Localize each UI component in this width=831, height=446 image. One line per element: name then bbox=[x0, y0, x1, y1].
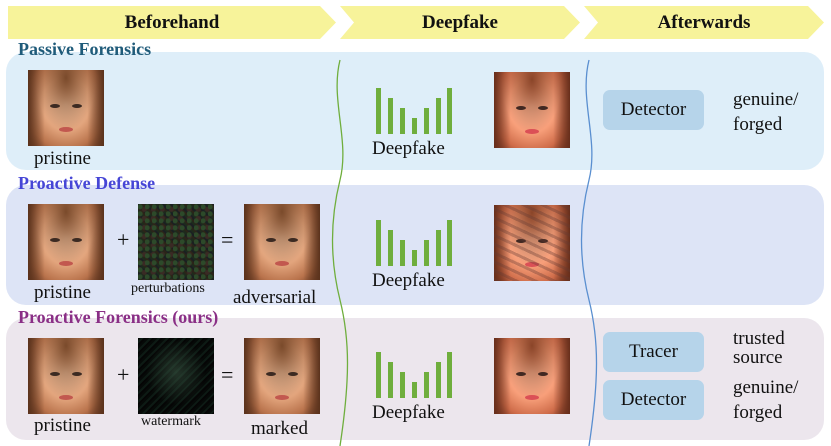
result-line-1: genuine/ bbox=[733, 89, 799, 110]
deepfake-network-icon bbox=[376, 88, 452, 134]
pristine-face-image bbox=[28, 70, 104, 146]
deepfake-network-icon bbox=[376, 220, 452, 266]
deepfake-label: Deepfake bbox=[372, 402, 445, 423]
header-afterwards: Afterwards bbox=[584, 6, 824, 39]
equals-sign: = bbox=[221, 362, 234, 387]
marked-face-image bbox=[244, 338, 320, 414]
detector-box: Detector bbox=[603, 380, 704, 420]
deepfake-face-image bbox=[494, 72, 570, 148]
header-deepfake: Deepfake bbox=[340, 6, 580, 39]
deepfake-network-icon bbox=[376, 352, 452, 398]
marked-label: marked bbox=[251, 418, 308, 439]
adversarial-face-image bbox=[244, 204, 320, 280]
equals-sign: = bbox=[221, 227, 234, 252]
watermark-label: watermark bbox=[141, 414, 201, 429]
deepfake-label: Deepfake bbox=[372, 270, 445, 291]
plus-sign: + bbox=[117, 227, 130, 252]
header-beforehand: Beforehand bbox=[8, 6, 336, 39]
tracer-result-line-1: trusted bbox=[733, 328, 785, 349]
detector-result-line-2: forged bbox=[733, 402, 783, 423]
divider-right bbox=[580, 59, 598, 446]
tracer-box: Tracer bbox=[603, 332, 704, 372]
passive-forensics-title: Passive Forensics bbox=[18, 39, 152, 59]
pristine-face-image bbox=[28, 204, 104, 280]
plus-sign: + bbox=[117, 362, 130, 387]
pristine-label: pristine bbox=[34, 282, 91, 303]
perturbations-label: perturbations bbox=[131, 281, 205, 296]
detector-result-line-1: genuine/ bbox=[733, 377, 799, 398]
perturbations-image bbox=[138, 204, 214, 280]
deepfake-label: Deepfake bbox=[372, 138, 445, 159]
pristine-label: pristine bbox=[34, 415, 91, 436]
tracer-result-line-2: source bbox=[733, 347, 783, 368]
pristine-label: pristine bbox=[34, 148, 91, 169]
distorted-deepfake-face-image bbox=[494, 205, 570, 281]
result-line-2: forged bbox=[733, 114, 783, 135]
pristine-face-image bbox=[28, 338, 104, 414]
deepfake-face-image bbox=[494, 338, 570, 414]
adversarial-label: adversarial bbox=[233, 287, 317, 308]
watermark-image bbox=[138, 338, 214, 414]
divider-left bbox=[331, 59, 349, 446]
detector-box: Detector bbox=[603, 90, 704, 130]
proactive-defense-title: Proactive Defense bbox=[18, 173, 156, 193]
proactive-forensics-title: Proactive Forensics (ours) bbox=[18, 307, 219, 327]
